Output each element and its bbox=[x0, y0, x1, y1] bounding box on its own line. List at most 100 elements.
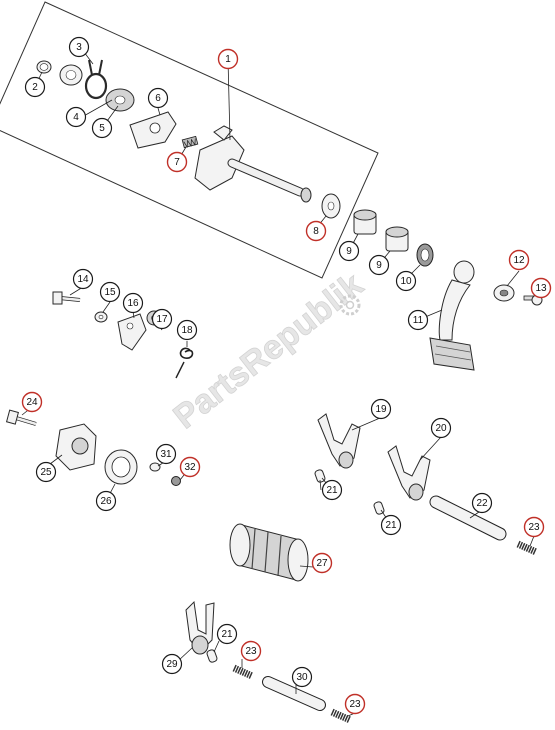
callout-label: 1 bbox=[225, 54, 231, 65]
callout-8: 8 bbox=[305, 220, 327, 242]
callout-label: 8 bbox=[313, 226, 319, 237]
callout-16: 16 bbox=[122, 292, 144, 314]
callout-5: 5 bbox=[91, 117, 113, 139]
bolt-14 bbox=[52, 291, 81, 305]
arm-16 bbox=[117, 313, 147, 351]
callout-21a: 21 bbox=[321, 479, 343, 501]
assembly-frame bbox=[0, 1, 379, 279]
callout-24: 24 bbox=[21, 391, 43, 413]
callout-13: 13 bbox=[530, 277, 552, 299]
callout-label: 17 bbox=[156, 314, 168, 325]
callout-17: 17 bbox=[151, 308, 173, 330]
callout-label: 22 bbox=[476, 498, 488, 509]
callout-15: 15 bbox=[99, 281, 121, 303]
callout-12: 12 bbox=[508, 249, 530, 271]
callout-label: 30 bbox=[296, 672, 308, 683]
washer-8 bbox=[321, 193, 341, 219]
callout-label: 32 bbox=[184, 462, 196, 473]
callout-20: 20 bbox=[430, 417, 452, 439]
callout-6: 6 bbox=[147, 87, 169, 109]
callout-label: 6 bbox=[155, 93, 161, 104]
callout-label: 20 bbox=[435, 423, 447, 434]
callout-label: 21 bbox=[385, 520, 397, 531]
shift-lever-11 bbox=[429, 260, 475, 371]
washer-3 bbox=[59, 64, 83, 86]
bushing-5 bbox=[105, 88, 135, 112]
seal-10 bbox=[416, 243, 434, 267]
plate-6 bbox=[129, 111, 177, 149]
callout-label: 7 bbox=[174, 157, 180, 168]
callout-label: 13 bbox=[535, 283, 547, 294]
bearing-26 bbox=[104, 449, 138, 485]
bolt-12 bbox=[493, 284, 515, 302]
shaft-30 bbox=[262, 676, 326, 711]
callout-21c: 21 bbox=[216, 623, 238, 645]
callout-label: 2 bbox=[32, 82, 38, 93]
callout-label: 9 bbox=[376, 260, 382, 271]
callout-label: 3 bbox=[76, 42, 82, 53]
callout-25: 25 bbox=[35, 461, 57, 483]
callout-label: 27 bbox=[316, 558, 328, 569]
callout-label: 29 bbox=[166, 659, 178, 670]
callout-9a: 9 bbox=[338, 240, 360, 262]
callout-3: 3 bbox=[68, 36, 90, 58]
shift-fork-20 bbox=[387, 445, 431, 501]
callout-32: 32 bbox=[179, 456, 201, 478]
callout-label: 15 bbox=[104, 287, 116, 298]
callout-label: 18 bbox=[181, 325, 193, 336]
callout-label: 4 bbox=[73, 112, 79, 123]
callout-21b: 21 bbox=[380, 514, 402, 536]
callout-label: 31 bbox=[160, 449, 172, 460]
screw-32 bbox=[171, 476, 181, 486]
callout-23b: 23 bbox=[240, 640, 262, 662]
callout-label: 21 bbox=[221, 629, 233, 640]
callout-label: 5 bbox=[99, 123, 105, 134]
bolt-24 bbox=[5, 409, 37, 426]
callout-label: 14 bbox=[77, 274, 89, 285]
spring-18 bbox=[175, 347, 194, 379]
washer-15 bbox=[94, 311, 108, 323]
callout-label: 12 bbox=[513, 255, 525, 266]
shift-drum-locator-25 bbox=[55, 423, 97, 471]
gear-watermark-icon bbox=[339, 294, 361, 316]
callout-11: 11 bbox=[407, 309, 429, 331]
circlip-2 bbox=[36, 60, 52, 74]
callout-label: 24 bbox=[26, 397, 38, 408]
callout-label: 23 bbox=[349, 699, 361, 710]
callout-4: 4 bbox=[65, 106, 87, 128]
callout-31: 31 bbox=[155, 443, 177, 465]
shaft-22 bbox=[429, 495, 507, 541]
bushing-9a bbox=[353, 209, 377, 235]
callout-label: 11 bbox=[413, 315, 424, 326]
bushing-9b bbox=[385, 226, 409, 252]
callout-label: 23 bbox=[245, 646, 257, 657]
callout-7: 7 bbox=[166, 151, 188, 173]
pin-31 bbox=[149, 462, 161, 472]
callout-18: 18 bbox=[176, 319, 198, 341]
callout-14: 14 bbox=[72, 268, 94, 290]
callout-label: 25 bbox=[40, 467, 52, 478]
spring-7 bbox=[181, 135, 199, 149]
callout-1: 1 bbox=[217, 48, 239, 70]
shift-fork-19 bbox=[317, 413, 361, 469]
callout-23c: 23 bbox=[344, 693, 366, 715]
spring-23c bbox=[330, 708, 352, 724]
callout-26: 26 bbox=[95, 490, 117, 512]
callout-30: 30 bbox=[291, 666, 313, 688]
callout-27: 27 bbox=[311, 552, 333, 574]
callout-label: 10 bbox=[400, 276, 412, 287]
spring-23b bbox=[232, 664, 254, 680]
callout-label: 19 bbox=[375, 404, 387, 415]
callout-label: 26 bbox=[100, 496, 112, 507]
watermark-text: PartsRepublik bbox=[167, 266, 371, 437]
spring-23a bbox=[516, 540, 538, 556]
shift-shaft-1 bbox=[194, 125, 312, 203]
shift-drum-27 bbox=[229, 523, 309, 582]
callout-22: 22 bbox=[471, 492, 493, 514]
callout-9b: 9 bbox=[368, 254, 390, 276]
callout-19: 19 bbox=[370, 398, 392, 420]
callout-label: 23 bbox=[528, 522, 540, 533]
callout-2: 2 bbox=[24, 76, 46, 98]
callout-label: 21 bbox=[326, 485, 338, 496]
